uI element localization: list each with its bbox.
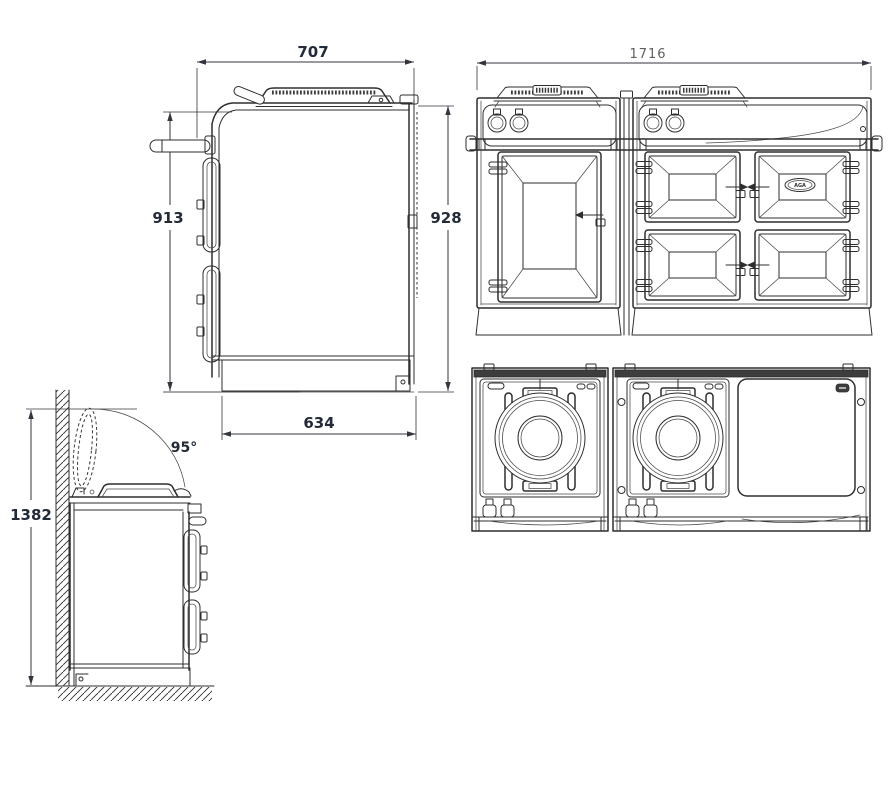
side-elevation-view: 707 913 928 634 xyxy=(149,43,462,440)
dim-label-928: 928 xyxy=(430,209,461,227)
hotplate-panel-left xyxy=(479,378,601,498)
wall-clearance-view: 1382 95° xyxy=(10,389,215,701)
front-right-module: AGA xyxy=(631,86,873,336)
hotplate-panel-right xyxy=(626,378,730,498)
oven-door-bottom-left xyxy=(635,229,749,301)
dimension-rear-height: 928 xyxy=(418,105,462,393)
front-bracket xyxy=(187,503,202,514)
dim-label-1382: 1382 xyxy=(10,506,52,524)
oven-door-large xyxy=(488,151,606,303)
panel-badge xyxy=(487,382,505,390)
hotplate-lid-left xyxy=(493,86,602,108)
body xyxy=(69,502,207,671)
front-elevation-view: 1716 xyxy=(465,47,883,336)
cooker-front-view: AGA xyxy=(465,86,883,336)
top-recess-right xyxy=(638,104,868,147)
oven-door-profile-lower xyxy=(196,265,221,363)
enamel-top-plate xyxy=(737,378,856,497)
control-knobs-right xyxy=(643,108,685,133)
lid-hinge xyxy=(71,487,95,498)
lid-swing-arc: 95° xyxy=(90,408,197,488)
cooker-side-view xyxy=(149,85,419,393)
dimension-overall-height: 1382 xyxy=(10,408,137,685)
dimension-top-width: 707 xyxy=(196,43,415,138)
plinth-left xyxy=(475,307,622,336)
oven-door-profile-upper xyxy=(196,157,221,253)
dim-label-913: 913 xyxy=(152,209,183,227)
top-plate xyxy=(211,102,413,378)
front-left-module xyxy=(475,86,622,336)
dimension-base-depth: 634 xyxy=(221,396,417,440)
lid-dome xyxy=(233,85,395,107)
hotplate-lid-right xyxy=(640,86,749,108)
plan-left-module xyxy=(471,363,609,532)
handrail xyxy=(465,135,883,152)
lid-hinge-bracket xyxy=(367,95,395,104)
dim-label-707: 707 xyxy=(297,43,328,61)
door-profile-lower xyxy=(183,599,208,655)
door-profile-upper xyxy=(183,529,208,593)
lid-handle-hook xyxy=(173,488,192,497)
door-latch xyxy=(575,211,583,219)
badge-text: AGA xyxy=(794,183,806,189)
plan-knobs-left xyxy=(482,498,515,518)
plinth xyxy=(69,663,191,687)
plinth-foot xyxy=(395,375,411,392)
oven-door-top-left xyxy=(635,151,749,223)
open-lid-dashed xyxy=(72,407,98,493)
panel-badge xyxy=(632,382,650,390)
control-knobs-left xyxy=(487,108,529,133)
rear-panel xyxy=(399,94,419,385)
top-trim-bar xyxy=(473,369,607,378)
dim-label-95deg: 95° xyxy=(171,440,197,456)
floor-hatching xyxy=(25,685,215,701)
rear-latch xyxy=(407,214,418,229)
closed-lid xyxy=(97,483,192,498)
wall-hatching xyxy=(55,389,70,687)
top-trim-bar xyxy=(614,369,869,378)
hotplate-ring-right xyxy=(632,378,724,492)
front-rail xyxy=(188,516,207,526)
dim-label-634: 634 xyxy=(303,414,334,432)
plinth-right xyxy=(631,307,873,336)
dim-label-1716: 1716 xyxy=(629,47,666,62)
splash-curve xyxy=(705,105,864,144)
oven-door-bottom-right xyxy=(746,229,860,301)
plan-knobs-right xyxy=(625,498,658,518)
lid-handle xyxy=(233,85,265,105)
plan-view xyxy=(471,363,871,532)
cooker-wall-view xyxy=(69,483,208,687)
towel-rail xyxy=(149,135,216,155)
dimension-overall-width: 1716 xyxy=(476,47,872,90)
module-divider xyxy=(620,90,633,336)
dimension-front-height: 913 xyxy=(152,111,300,393)
plinth xyxy=(163,355,415,393)
plan-right-module xyxy=(612,363,871,532)
top-recess-left xyxy=(482,104,617,147)
brand-badge: AGA xyxy=(784,178,816,192)
hotplate-ring-left xyxy=(494,378,586,492)
